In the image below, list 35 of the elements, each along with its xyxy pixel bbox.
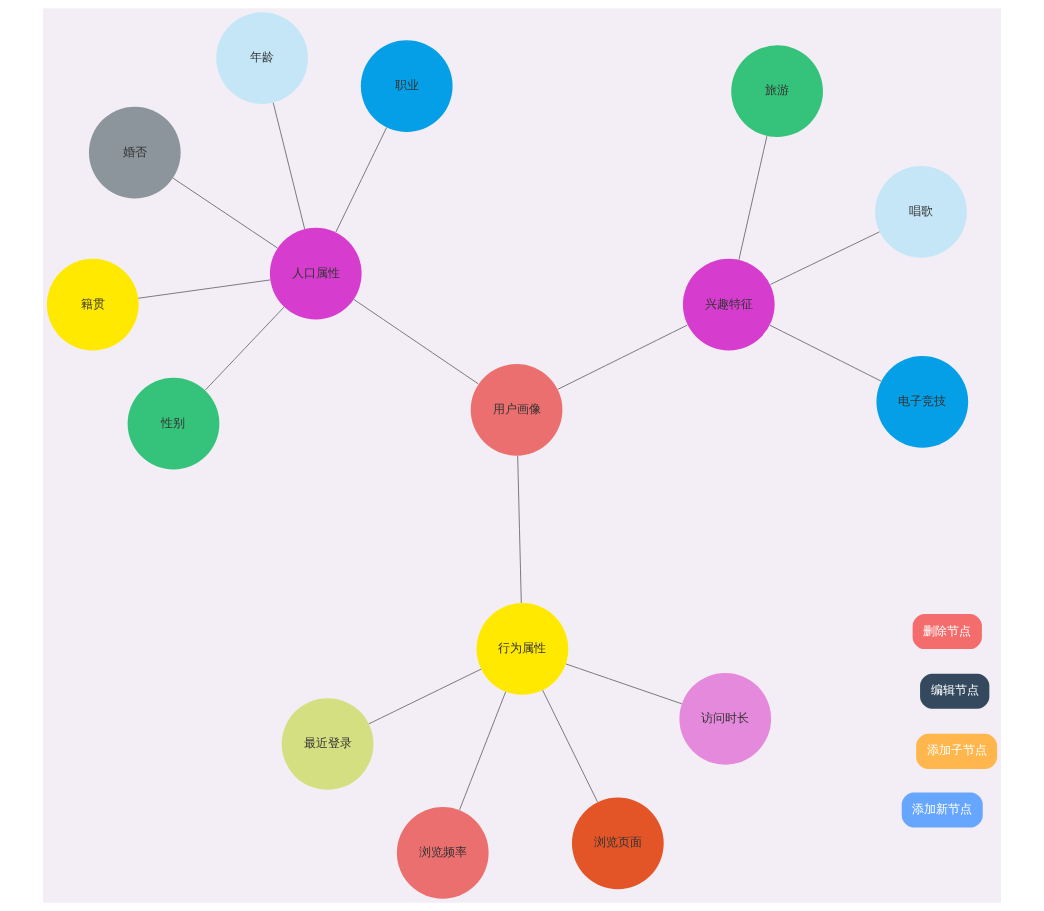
- connector: [517, 455, 522, 604]
- node-circle: 旅游: [731, 45, 823, 138]
- connector: [368, 668, 482, 725]
- node-circle: 性别: [127, 377, 220, 470]
- node-circle: 用户画像: [470, 363, 563, 456]
- node-circle: 浏览页面: [571, 797, 664, 890]
- node-circle: 职业: [360, 40, 453, 132]
- node-circle: 兴趣特征: [682, 258, 775, 351]
- node-circle: 人口属性: [269, 227, 362, 320]
- node-circle: 访问时长: [679, 672, 772, 765]
- connector: [272, 102, 306, 230]
- node-circle: 行为属性: [476, 603, 569, 695]
- connector: [204, 306, 285, 391]
- node-circle: 唱歌: [875, 166, 967, 258]
- node-box: 添加新节点: [901, 792, 983, 828]
- node-circle: 籍贯: [46, 258, 139, 351]
- connector: [542, 689, 598, 803]
- connector: [353, 298, 479, 385]
- connector: [335, 127, 388, 233]
- node-circle: 电子竞技: [876, 356, 969, 448]
- node-circle: 浏览频率: [396, 807, 489, 899]
- connector: [557, 324, 688, 390]
- connector: [565, 663, 683, 705]
- node-circle: 婚否: [88, 106, 181, 199]
- connector: [137, 279, 271, 299]
- node-circle: 年龄: [216, 12, 308, 104]
- node-box: 编辑节点: [920, 673, 990, 709]
- connector: [738, 135, 768, 261]
- connector: [770, 231, 880, 285]
- node-box: 添加子节点: [916, 733, 998, 769]
- connector: [459, 691, 507, 811]
- connector: [172, 177, 278, 249]
- node-circle: 最近登录: [281, 698, 374, 790]
- node-box: 删除节点: [912, 614, 982, 650]
- connector: [769, 324, 882, 382]
